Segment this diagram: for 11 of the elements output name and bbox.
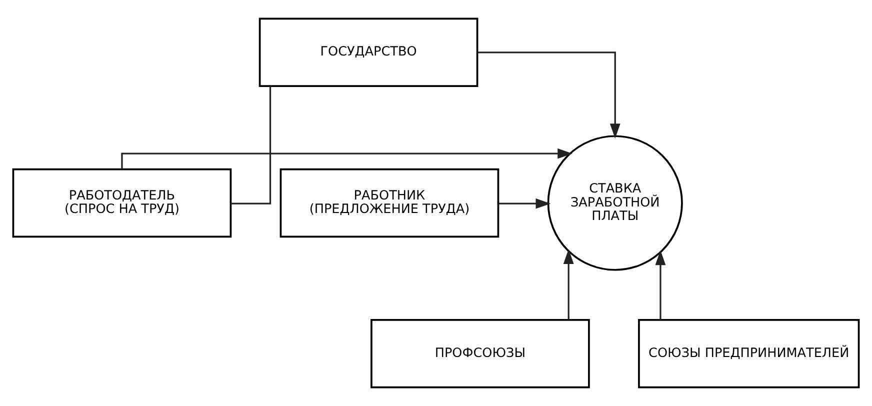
arrow	[498, 198, 551, 209]
node-circle: СТАВКА ЗАРАБОТНОЙ ПЛАТЫ	[547, 135, 683, 271]
node-box: СОЮЗЫ ПРЕДПРИНИМАТЕЛЕЙ	[638, 318, 860, 388]
node-box: ПРОФСОЮЗЫ	[370, 318, 590, 388]
node-box: ГОСУДАРСТВО	[258, 18, 478, 88]
arrow	[655, 250, 666, 320]
arrow	[477, 52, 620, 139]
arrow	[563, 249, 574, 320]
node-box: РАБОТНИК (ПРЕДЛОЖЕНИЕ ТРУДА)	[280, 168, 500, 238]
connector	[230, 86, 272, 204]
node-box: РАБОТОДАТЕЛЬ (СПРОС НА ТРУД)	[12, 168, 232, 238]
